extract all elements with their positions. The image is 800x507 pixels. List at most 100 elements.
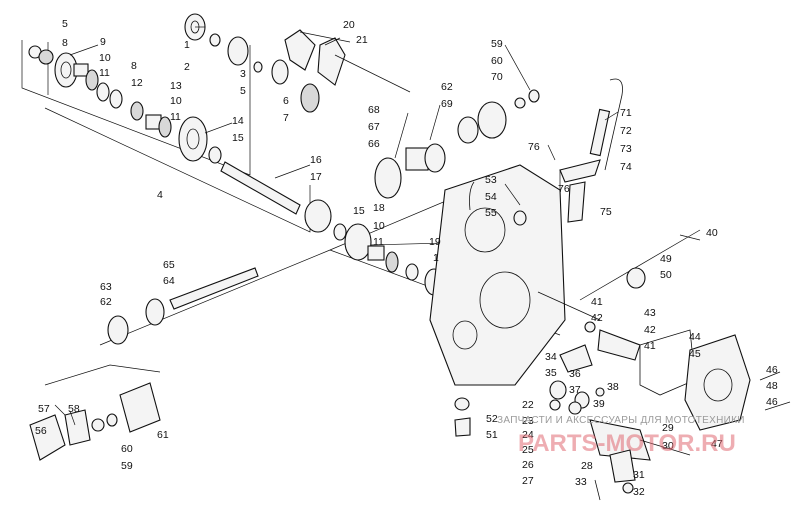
callout-10: 10 — [373, 220, 385, 232]
callout-38: 38 — [607, 381, 619, 393]
callout-34: 34 — [545, 351, 557, 363]
callout-74: 74 — [620, 161, 632, 173]
callout-25: 25 — [522, 444, 534, 456]
callout-12: 12 — [131, 77, 143, 89]
callout-48: 48 — [766, 380, 778, 392]
callout-41: 41 — [591, 296, 603, 308]
gear-3 — [227, 36, 249, 66]
callout-46: 46 — [766, 396, 778, 408]
callout-29: 29 — [662, 422, 674, 434]
gear-7 — [300, 83, 320, 113]
callout-15: 15 — [353, 205, 365, 217]
callout-46: 46 — [766, 364, 778, 376]
washer-38 — [595, 387, 605, 397]
yoke-61 — [119, 382, 161, 433]
callout-60: 60 — [121, 443, 133, 455]
callout-11: 11 — [99, 67, 110, 79]
callout-66: 66 — [368, 138, 380, 150]
main-shaft-assembly — [220, 89, 540, 296]
callout-76: 76 — [558, 183, 570, 195]
callout-71: 71 — [620, 107, 632, 119]
callout-8: 8 — [131, 60, 137, 72]
callout-37: 37 — [569, 384, 581, 396]
callout-56: 56 — [35, 425, 47, 437]
bracket-74 — [559, 159, 601, 183]
callout-63: 63 — [100, 281, 112, 293]
callout-16: 16 — [310, 154, 322, 166]
bolt-30 — [639, 439, 691, 456]
callout-7: 7 — [283, 112, 289, 124]
gear-cluster-upper — [28, 13, 411, 164]
callout-58: 58 — [68, 403, 80, 415]
callout-64: 64 — [163, 275, 175, 287]
washer-52 — [454, 397, 470, 411]
callout-51: 51 — [486, 429, 498, 441]
callout-73: 73 — [620, 143, 632, 155]
bushing-10c — [367, 245, 385, 261]
callout-75: 75 — [600, 206, 612, 218]
arm-75 — [567, 181, 586, 223]
cap-49 — [626, 267, 646, 289]
callout-labels: 1 2 3 5 6 7 20 21 5 8 9 10 11 8 12 13 10… — [35, 18, 778, 498]
watermark-brand: PARTS-MOTOR.RU — [518, 430, 736, 457]
washer-41 — [584, 321, 596, 333]
flange-70 — [477, 101, 507, 139]
callout-8: 8 — [62, 37, 68, 49]
callout-2: 2 — [184, 61, 190, 73]
bolt-33 — [594, 479, 601, 501]
washer-8b — [96, 82, 110, 102]
callout-67: 67 — [368, 121, 380, 133]
bearing-64 — [145, 298, 165, 326]
callout-42: 42 — [644, 324, 656, 336]
callout-36: 36 — [569, 368, 581, 380]
callout-24: 24 — [522, 429, 534, 441]
callout-62: 62 — [441, 81, 453, 93]
yoke-56 — [29, 414, 66, 461]
washer-60 — [514, 97, 526, 109]
washer-15 — [208, 146, 222, 164]
watermark: ЗАПЧАСТИ И АКСЕССУАРЫ ДЛЯ МОТОТЕХНИКИ PA… — [497, 415, 744, 457]
washer-15b — [333, 223, 347, 241]
washer-59b — [106, 413, 118, 427]
callout-59: 59 — [121, 460, 133, 472]
right-cover-group — [549, 321, 791, 431]
callout-57: 57 — [38, 403, 50, 415]
yoke-assembly — [29, 382, 161, 461]
callout-55: 55 — [485, 207, 497, 219]
bearing-11 — [85, 69, 99, 91]
bottom-parts-group — [454, 397, 691, 501]
callout-10: 10 — [99, 52, 111, 64]
callout-21: 21 — [356, 34, 368, 46]
callout-17: 17 — [310, 171, 322, 183]
nut-59 — [528, 89, 540, 103]
gearbox-housing — [429, 164, 601, 386]
gear-18 — [344, 223, 372, 261]
housing-body — [429, 164, 566, 386]
callout-5: 5 — [62, 18, 68, 30]
bearing-11c — [385, 251, 399, 273]
callout-47: 47 — [711, 438, 723, 450]
callout-20: 20 — [343, 19, 355, 31]
ring-13 — [130, 101, 144, 121]
callout-31: 31 — [633, 469, 645, 481]
callout-44: 44 — [689, 331, 701, 343]
shaft-43 — [597, 329, 641, 361]
callout-49: 49 — [660, 253, 672, 265]
housing-29 — [589, 419, 651, 461]
gear-14 — [178, 116, 208, 162]
callout-39: 39 — [593, 398, 605, 410]
callout-60: 60 — [491, 55, 503, 67]
callout-52: 52 — [486, 413, 498, 425]
seal-62 — [457, 116, 479, 144]
shaft-65 — [169, 267, 259, 310]
callout-70: 70 — [491, 71, 503, 83]
callout-11: 11 — [170, 111, 181, 123]
callout-18: 18 — [373, 202, 385, 214]
leader-lines — [54, 26, 619, 426]
washer-8 — [38, 49, 54, 65]
bracket-28 — [609, 449, 636, 483]
shaft-16 — [220, 161, 301, 215]
nut-60b — [91, 418, 105, 432]
callout-33: 33 — [575, 476, 587, 488]
